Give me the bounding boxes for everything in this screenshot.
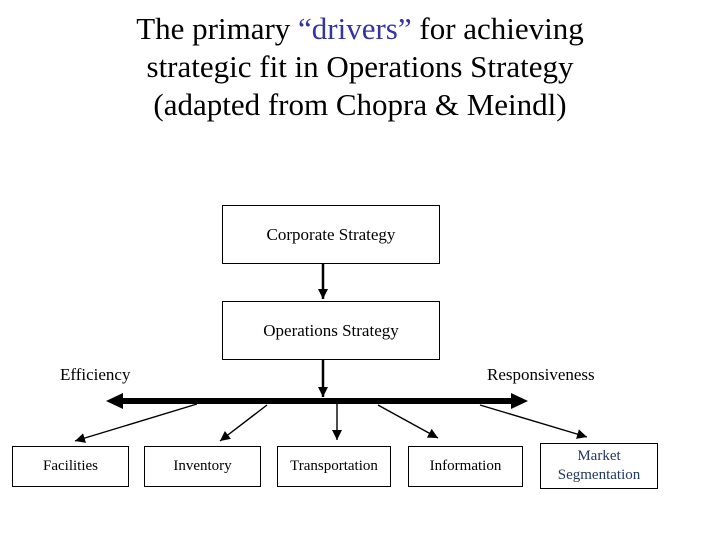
spectrum-double-arrow bbox=[106, 393, 528, 409]
driver-box-inventory: Inventory bbox=[144, 446, 261, 487]
corporate-strategy-box: Corporate Strategy bbox=[222, 205, 440, 264]
title-text-post: for achieving bbox=[411, 11, 584, 46]
corporate-strategy-label: Corporate Strategy bbox=[266, 224, 396, 244]
driver-box-information: Information bbox=[408, 446, 523, 487]
driver-box-transportation: Transportation bbox=[277, 446, 391, 487]
driver-box-market-segmentation: Market Segmentation bbox=[540, 443, 658, 489]
facilities-label: Facilities bbox=[43, 458, 98, 474]
title-line-3: (adapted from Chopra & Meindl) bbox=[153, 87, 567, 122]
arrow-to-facilities bbox=[74, 403, 198, 443]
market-segmentation-label: Market Segmentation bbox=[557, 448, 641, 483]
efficiency-label: Efficiency bbox=[60, 365, 131, 384]
slide-title: The primary “drivers” for achieving stra… bbox=[0, 10, 720, 124]
arrow-to-inventory bbox=[219, 404, 268, 442]
spectrum-arrowhead-right bbox=[511, 393, 528, 409]
driver-box-facilities: Facilities bbox=[12, 446, 129, 487]
operations-strategy-box: Operations Strategy bbox=[222, 301, 440, 360]
spectrum-arrowhead-left bbox=[106, 393, 123, 409]
operations-strategy-label: Operations Strategy bbox=[263, 320, 399, 340]
title-highlight-drivers: “drivers” bbox=[298, 11, 412, 46]
responsiveness-label: Responsiveness bbox=[487, 365, 595, 384]
title-line-2: strategic fit in Operations Strategy bbox=[146, 49, 574, 84]
information-label: Information bbox=[429, 458, 502, 474]
arrow-to-market-segmentation bbox=[479, 404, 588, 439]
title-text-pre: The primary bbox=[136, 11, 299, 46]
arrow-to-information bbox=[377, 404, 439, 439]
transportation-label: Transportation bbox=[290, 458, 378, 474]
title-line-1: The primary “drivers” for achieving bbox=[0, 10, 720, 48]
inventory-label: Inventory bbox=[173, 458, 232, 474]
